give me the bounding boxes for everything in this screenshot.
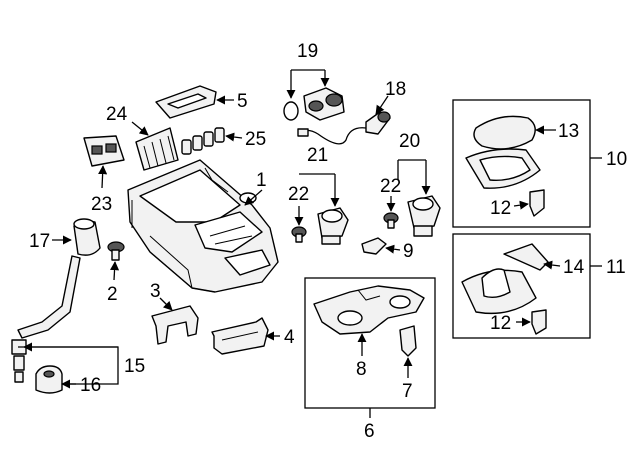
screw-22-right: [383, 212, 399, 229]
bezel-5: [155, 85, 217, 119]
callout-11: 11: [606, 257, 626, 278]
console-bracket-8: [313, 285, 425, 335]
callout-14: 14: [563, 257, 585, 278]
group-box-10: [452, 99, 591, 228]
shift-boot-plate-11: [461, 268, 537, 315]
boot-14: [503, 243, 549, 271]
grille-24: [135, 127, 179, 171]
leader-lines: [18, 69, 602, 418]
callout-3: 3: [150, 281, 161, 302]
callout-13: 13: [558, 121, 579, 142]
callout-22-left: 22: [288, 184, 309, 205]
callout-4: 4: [284, 327, 295, 348]
callout-10: 10: [606, 149, 627, 170]
bracket-4: [211, 317, 269, 355]
callout-6: 6: [364, 421, 375, 442]
screw-2: [107, 241, 125, 261]
callout-21: 21: [307, 145, 328, 166]
group-box-11: [452, 233, 591, 339]
switch-23: [83, 135, 125, 167]
callout-12-upper: 12: [490, 198, 511, 219]
bracket-3: [151, 305, 199, 345]
power-outlet-19: [283, 87, 345, 121]
callout-1: 1: [256, 170, 267, 191]
center-console: [127, 159, 279, 293]
shift-knob: [73, 218, 101, 256]
shift-lever-boot-16: [35, 365, 63, 394]
callout-22-right: 22: [380, 176, 401, 197]
screw-22-left: [291, 226, 307, 243]
callout-9: 9: [403, 241, 414, 262]
callout-20: 20: [399, 131, 420, 152]
callout-24: 24: [106, 104, 128, 125]
callout-2: 2: [107, 284, 118, 305]
shift-lever: [11, 255, 81, 383]
callout-5: 5: [237, 91, 248, 112]
callout-8: 8: [356, 359, 367, 380]
callout-17: 17: [29, 231, 50, 252]
clip-9: [361, 237, 387, 255]
clip-7: [399, 325, 417, 357]
callout-12-lower: 12: [490, 313, 511, 334]
switch-20: [407, 195, 441, 237]
buttons-25: [181, 127, 225, 155]
clip-12-upper: [529, 189, 545, 217]
callout-25: 25: [245, 129, 266, 150]
callout-23: 23: [91, 194, 112, 215]
callout-16: 16: [80, 375, 101, 396]
callout-19: 19: [297, 41, 318, 62]
trim-plate-10: [465, 148, 541, 189]
callout-7: 7: [402, 381, 413, 402]
callout-15: 15: [124, 356, 145, 377]
switch-21: [317, 207, 349, 245]
callout-18: 18: [385, 79, 406, 100]
clip-12-lower: [531, 309, 547, 335]
cigarette-lighter-18: [297, 111, 391, 145]
cover-13: [473, 115, 536, 150]
